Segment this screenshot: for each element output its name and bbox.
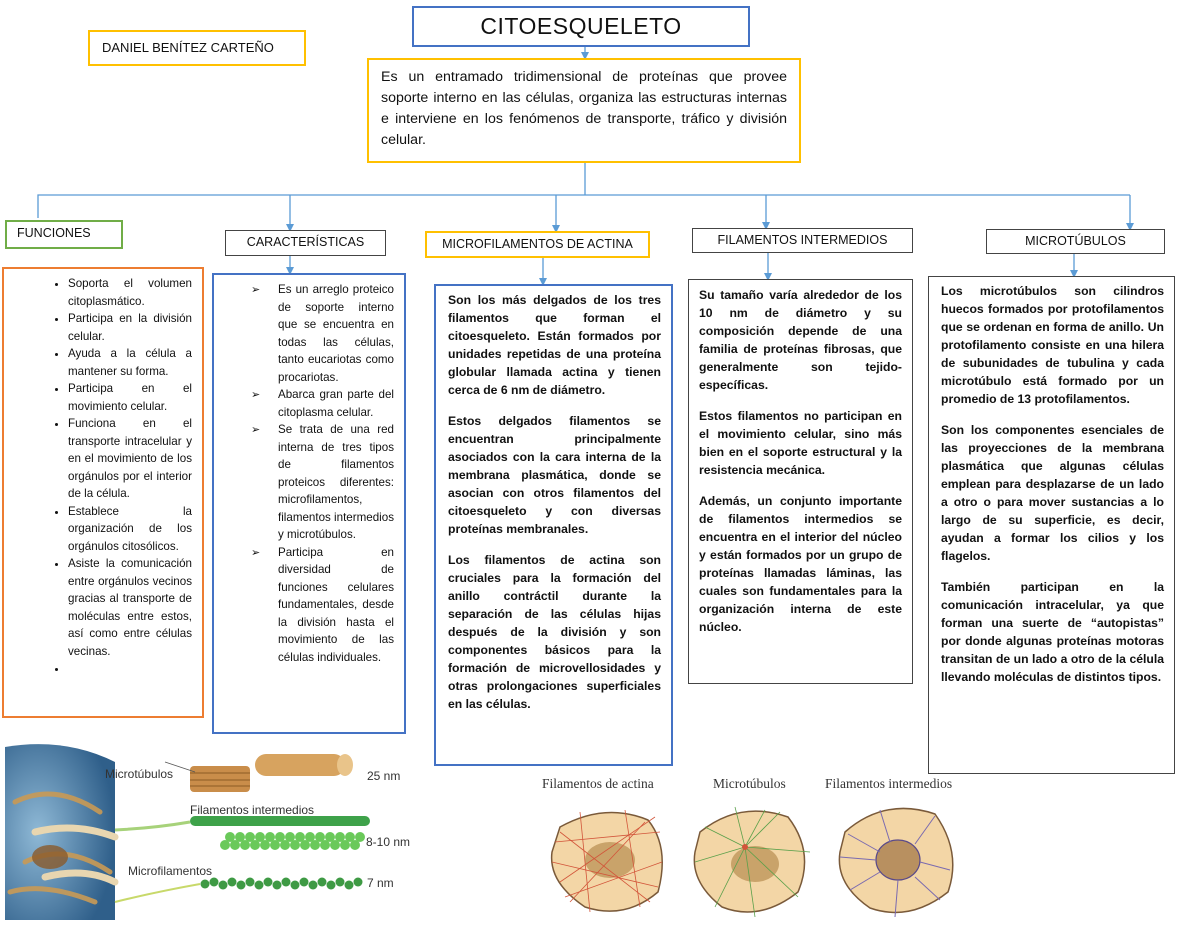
list-item: Funciona en el transporte intracelular y… (68, 415, 192, 503)
paragraph: También participan en la comunicación in… (941, 580, 1164, 684)
category-microtubulos: MICROTÚBULOS (986, 229, 1165, 254)
paragraph: Son los más delgados de los tres filamen… (448, 293, 661, 397)
funciones-panel: Soporta el volumen citoplasmático. Parti… (2, 267, 204, 718)
filamentos-intermedios-panel: Su tamaño varía alrededor de los 10 nm d… (688, 279, 913, 684)
category-caracteristicas: CARACTERÍSTICAS (225, 230, 386, 256)
cell-microtubulos (693, 806, 811, 918)
figure-label-filamentos-intermedios: Filamentos intermedios (190, 803, 314, 817)
list-item: Se trata de una red interna de tres tipo… (251, 421, 394, 544)
microtubulos-panel: Los microtúbulos son cilindros huecos fo… (928, 276, 1175, 774)
paragraph: Los filamentos de actina son cruciales p… (448, 553, 661, 711)
paragraph: Estos filamentos no participan en el mov… (699, 409, 902, 477)
cell-actina (550, 809, 663, 913)
list-item: Asiste la comunicación entre orgánulos v… (68, 555, 192, 660)
funciones-list: Soporta el volumen citoplasmático. Parti… (24, 275, 192, 678)
list-item: Soporta el volumen citoplasmático. (68, 275, 192, 310)
list-item: Participa en el movimiento celular. (68, 380, 192, 415)
cell-label-intermedios: Filamentos intermedios (825, 776, 952, 791)
caracteristicas-panel: Es un arreglo proteico de soporte intern… (212, 273, 406, 734)
author-name: DANIEL BENÍTEZ CARTEÑO (88, 30, 306, 66)
category-microfilamentos: MICROFILAMENTOS DE ACTINA (425, 231, 650, 258)
cell-intermedios (838, 807, 954, 918)
cell-label-microtubulos: Microtúbulos (713, 776, 786, 791)
category-funciones: FUNCIONES (5, 220, 123, 249)
list-item: Participa en diversidad de funciones cel… (251, 544, 394, 667)
list-item: Es un arreglo proteico de soporte intern… (251, 281, 394, 386)
list-item: Participa en la división celular. (68, 310, 192, 345)
cell-diagrams: Filamentos de actina Microtúbulos Filame… (542, 776, 954, 918)
cytoskeleton-illustration: Microtúbulos 25 nm Filamentos intermedio… (5, 744, 410, 920)
figure-label-8-10nm: 8-10 nm (366, 835, 410, 849)
figure-label-microtubulos: Microtúbulos (105, 767, 173, 781)
figure-label-microfilamentos: Microfilamentos (128, 864, 212, 878)
category-filamentos-intermedios: FILAMENTOS INTERMEDIOS (692, 228, 913, 253)
figure-label-25nm: 25 nm (367, 769, 400, 783)
figure-label-7nm: 7 nm (367, 876, 394, 890)
paragraph: Su tamaño varía alrededor de los 10 nm d… (699, 288, 902, 392)
list-item: Ayuda a la célula a mantener su forma. (68, 345, 192, 380)
list-item (68, 660, 192, 678)
definition-box: Es un entramado tridimensional de proteí… (367, 58, 801, 163)
caracteristicas-list: Es un arreglo proteico de soporte intern… (250, 281, 394, 666)
cell-label-actina: Filamentos de actina (542, 776, 654, 791)
microfilamentos-panel: Son los más delgados de los tres filamen… (434, 284, 673, 766)
paragraph: Estos delgados filamentos se encuentran … (448, 414, 661, 536)
list-item: Abarca gran parte del citoplasma celular… (251, 386, 394, 421)
list-item: Establece la organización de los orgánul… (68, 503, 192, 556)
paragraph: Son los componentes esenciales de las pr… (941, 423, 1164, 563)
paragraph: Los microtúbulos son cilindros huecos fo… (941, 284, 1164, 406)
paragraph: Además, un conjunto importante de filame… (699, 494, 902, 634)
diagram-title: CITOESQUELETO (412, 6, 750, 47)
